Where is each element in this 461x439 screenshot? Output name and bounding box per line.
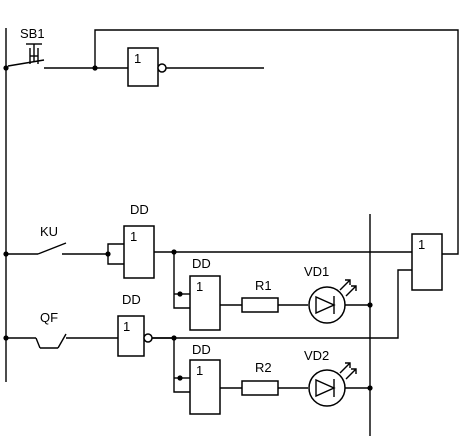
wire (150, 269, 412, 339)
wire (107, 243, 124, 254)
inverter-bubble (157, 63, 167, 73)
gate-symbol: 1 (123, 319, 130, 334)
inverter-gate-qf (117, 315, 145, 357)
label-dd-b: DD (192, 256, 211, 271)
gate-symbol: 1 (196, 279, 203, 294)
buffer-gate-lower (189, 359, 221, 415)
led-vd1 (308, 279, 357, 324)
junction-dot (367, 385, 373, 391)
label-vd1: VD1 (304, 264, 329, 279)
resistor-r1 (241, 297, 279, 313)
label-r2: R2 (255, 360, 272, 375)
label-ku: KU (40, 224, 58, 239)
buffer-gate-upper (189, 275, 221, 331)
junction-dot (3, 65, 9, 71)
feedback-wire (94, 29, 459, 255)
gate-symbol: 1 (130, 229, 137, 244)
label-dd-c: DD (122, 292, 141, 307)
buffer-gate-ku (123, 225, 155, 279)
wire (173, 252, 190, 309)
wire (152, 337, 190, 393)
resistor-r2 (241, 380, 279, 396)
wire (107, 254, 124, 265)
gate-symbol: 1 (418, 237, 425, 252)
label-dd-d: DD (192, 342, 211, 357)
junction-dot (171, 335, 177, 341)
label-r1: R1 (255, 278, 272, 293)
junction-dot (105, 251, 111, 257)
led-vd2 (308, 362, 357, 407)
contact-ku (37, 242, 67, 255)
label-sb1: SB1 (20, 26, 45, 41)
push-button-sb1 (7, 43, 45, 67)
label-qf: QF (40, 310, 58, 325)
gate-symbol: 1 (196, 363, 203, 378)
inverter-gate-top (127, 47, 159, 87)
gate-symbol: 1 (134, 51, 141, 66)
label-vd2: VD2 (304, 348, 329, 363)
junction-dot (177, 375, 183, 381)
contact-qf (35, 333, 67, 349)
inverter-bubble (143, 333, 153, 343)
label-dd-a: DD (130, 202, 149, 217)
junction-dot (367, 302, 373, 308)
gate-right (411, 233, 443, 291)
